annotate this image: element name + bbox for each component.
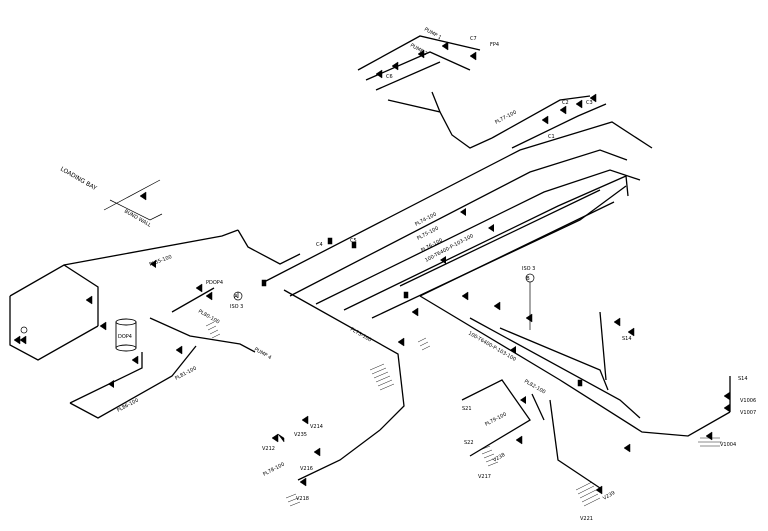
v1007-label: V1007 bbox=[740, 410, 756, 416]
c6-label: C6 bbox=[386, 74, 393, 80]
v239-label: V239 bbox=[602, 490, 616, 502]
iso-b-bubble bbox=[525, 273, 535, 283]
pl85-label: PL85-100 bbox=[149, 254, 173, 268]
iso-a-label: A bbox=[234, 294, 238, 300]
iso-b-label: B bbox=[526, 276, 530, 282]
loading-bay-label: LOADING BAY bbox=[59, 166, 98, 193]
c7-label: C7 bbox=[470, 36, 477, 42]
v214-label: V214 bbox=[310, 424, 323, 430]
c1-label: C1 bbox=[548, 134, 555, 140]
pump2-label: PUMP 2 bbox=[409, 43, 428, 58]
pl80-label: PL80-100 bbox=[197, 309, 220, 326]
iso3-right-label: ISO 3 bbox=[522, 266, 535, 272]
c2-label: C2 bbox=[562, 100, 569, 106]
flow-arrows bbox=[108, 208, 526, 404]
pl81-label: PL81-100 bbox=[174, 365, 198, 381]
v218-label: V218 bbox=[296, 496, 309, 502]
pl73-label: PL73-100 bbox=[349, 327, 372, 344]
v1006-label: V1006 bbox=[740, 398, 756, 404]
pump4-label: PUMP 4 bbox=[253, 347, 272, 362]
dop4-label: DOP4 bbox=[118, 334, 132, 340]
s14-b-label: S14 bbox=[622, 336, 632, 342]
pl86-label: PL86-100 bbox=[116, 397, 140, 413]
fp4-label: FP4 bbox=[490, 42, 499, 48]
c4-label: C4 bbox=[316, 242, 323, 248]
pdop4-label: PDOP4 bbox=[206, 280, 223, 286]
v216-label: V216 bbox=[300, 466, 313, 472]
instrument-bubble bbox=[20, 326, 28, 334]
v221-label: V221 bbox=[580, 516, 593, 522]
pipe-network bbox=[9, 35, 731, 489]
s22-label: S22 bbox=[464, 440, 474, 446]
iso3-left-label: ISO 3 bbox=[230, 304, 243, 310]
pl-branch-label: 100-T6400-P-103-100 bbox=[467, 331, 517, 363]
v1004-label: V1004 bbox=[720, 442, 736, 448]
drawing-labels: LOADING BAY BUND WALL PUMP 1 PUMP 2 PUMP… bbox=[59, 27, 756, 522]
pl78-label: PL78-100 bbox=[262, 461, 286, 477]
pl82-label: PL82-100 bbox=[523, 379, 546, 396]
v235-label: V235 bbox=[294, 432, 307, 438]
support-hatching bbox=[205, 321, 722, 507]
pl77-label: PL77-100 bbox=[494, 109, 518, 125]
c3-label: C3 bbox=[586, 100, 593, 106]
v217-label: V217 bbox=[478, 474, 491, 480]
valve-symbols bbox=[13, 41, 731, 495]
c5-label: C5 bbox=[350, 238, 357, 244]
iso-a-bubble bbox=[233, 291, 243, 301]
v212-label: V212 bbox=[262, 446, 275, 452]
s14-a-label: S14 bbox=[738, 376, 748, 382]
s21-label: S21 bbox=[462, 406, 472, 412]
v238-label: V238 bbox=[492, 452, 506, 464]
pl79-label: PL79-100 bbox=[484, 411, 508, 427]
dop4-tank bbox=[115, 318, 137, 352]
